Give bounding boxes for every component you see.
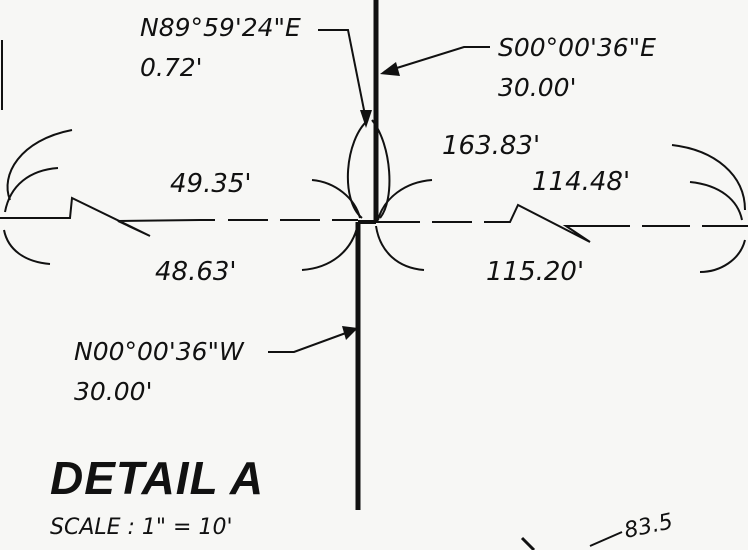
arrowhead-bottom-left <box>342 326 358 340</box>
dimension-upper-right: 114.48' <box>532 167 630 197</box>
detail-title: DETAIL A <box>50 452 264 504</box>
arc-junction-left-bottom <box>301 223 359 271</box>
arc-far-right-3 <box>699 239 746 273</box>
right-centerline <box>376 203 748 243</box>
dimension-upper-left: 49.35' <box>170 169 252 199</box>
leader-top-left <box>318 29 367 121</box>
arc-junction-right-bottom <box>375 225 425 271</box>
dimension-upper-right-outer: 163.83' <box>442 131 540 161</box>
distance-top-right: 30.00' <box>498 73 576 102</box>
bearing-bottom-left: N00°00'36"W <box>74 337 245 366</box>
distance-top-left: 0.72' <box>140 53 203 82</box>
dimension-lower-right: 115.20' <box>486 257 584 287</box>
arc-far-left-2 <box>4 167 59 213</box>
dimension-lower-left: 48.63' <box>155 257 237 287</box>
detail-scale: SCALE : 1" = 10' <box>50 515 233 540</box>
arc-far-left-1 <box>6 129 73 201</box>
arc-junction-upper-left <box>346 119 369 219</box>
arrowhead-top-left <box>360 110 372 128</box>
arc-far-right-1 <box>671 144 746 211</box>
bearing-top-left: N89°59'24"E <box>140 13 301 42</box>
partial-dimension-bottom-right: 83.5 <box>622 509 675 544</box>
arc-far-right-2 <box>689 181 743 221</box>
arc-junction-right-top <box>377 179 433 221</box>
distance-bottom-left: 30.00' <box>74 377 152 406</box>
arc-far-left-3 <box>3 229 51 265</box>
left-centerline <box>0 196 358 237</box>
arc-junction-upper-right <box>371 119 391 219</box>
partial-leader-bottom <box>589 531 623 547</box>
arrowhead-top-right <box>380 62 400 76</box>
bearing-top-right: S00°00'36"E <box>498 33 656 62</box>
leader-bottom-left <box>268 329 355 353</box>
leader-top-right <box>383 46 490 73</box>
arc-junction-left-top <box>311 179 361 219</box>
partial-line-bottom <box>520 536 536 550</box>
